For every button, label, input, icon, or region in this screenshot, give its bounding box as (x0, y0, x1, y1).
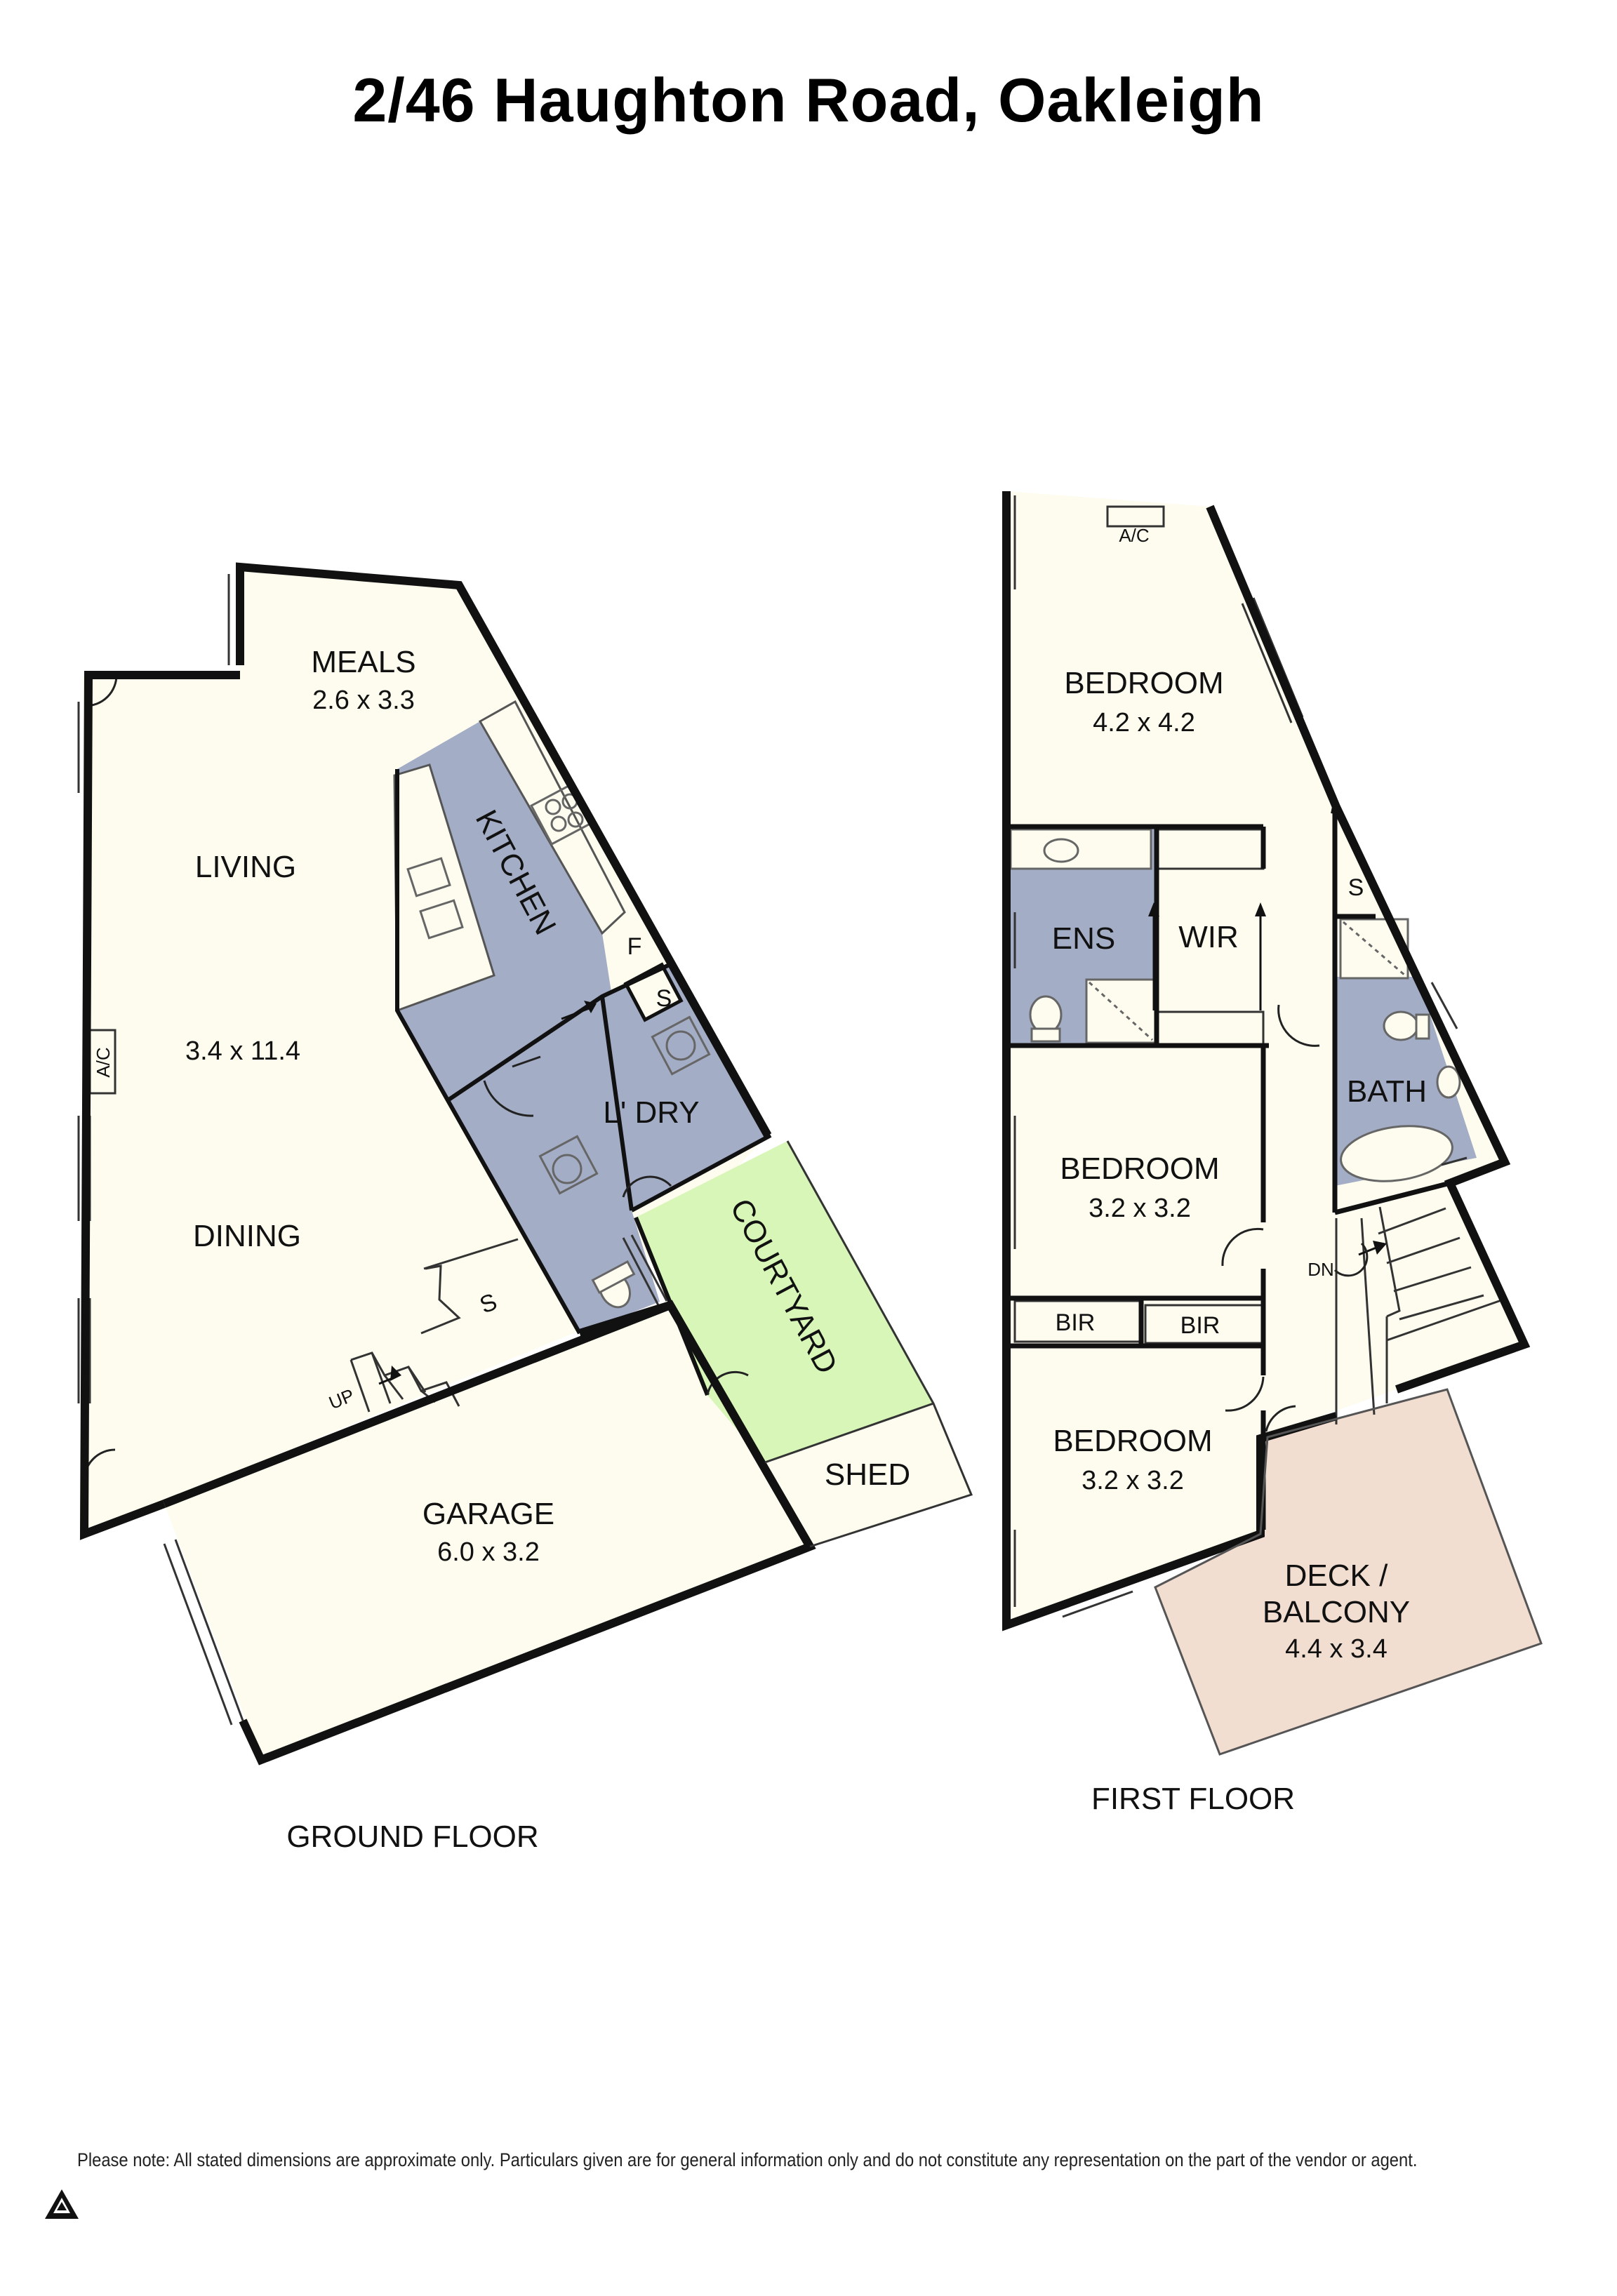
ground-fence-lines (764, 1140, 973, 1548)
first-ac-label: A/C (1119, 525, 1149, 546)
first-floor-plan: A/C BEDROOM 4.2 x 4.2 ENS WIR S BATH BED… (1002, 491, 1543, 1756)
garage-dim: 6.0 x 3.2 (437, 1537, 540, 1567)
robe-arrows (1148, 902, 1266, 916)
ensuite-shower-icon (1085, 978, 1157, 1044)
shed-label: SHED (825, 1457, 910, 1492)
deck-label-line1: DECK / (1285, 1559, 1388, 1593)
living-label: LIVING (195, 850, 296, 884)
kitchen-sink-icon (406, 857, 464, 940)
bath-vanity-icon (1436, 1065, 1461, 1099)
bedroom2-label: BEDROOM (1060, 1152, 1219, 1186)
first-ac-unit (1106, 505, 1165, 528)
kitchen-bench (478, 700, 626, 935)
bir2-label: BIR (1180, 1312, 1220, 1339)
dining-label: DINING (193, 1219, 301, 1253)
bedroom1-dim: 4.2 x 4.2 (1093, 708, 1195, 737)
stairs-up-arrow-line (378, 1375, 397, 1385)
deck-dim: 4.4 x 3.4 (1285, 1634, 1388, 1664)
laundry-tub-icon (651, 1015, 711, 1076)
ground-ac-unit (88, 1029, 117, 1095)
ground-floor-plan: MEALS 2.6 x 3.3 LIVING 3.4 x 11.4 DINING… (77, 562, 973, 1766)
ensuite-label: ENS (1052, 921, 1115, 956)
garage-fill (164, 1305, 810, 1760)
first-stairs-label: DN (1307, 1259, 1334, 1280)
stairs-down-arrow (1373, 1241, 1387, 1255)
bathtub-icon (1340, 1125, 1453, 1182)
bedroom2-dim: 3.2 x 3.2 (1089, 1194, 1191, 1223)
living-dim: 3.4 x 11.4 (185, 1036, 300, 1066)
wir-label: WIR (1178, 920, 1239, 954)
deck-fill (1155, 1389, 1541, 1754)
kitchen-entry-arrow-line (561, 1006, 592, 1020)
laundry-vanity-icon (538, 1135, 599, 1195)
toilet-icon (591, 1260, 636, 1309)
first-floor-door-swings (1221, 1004, 1369, 1432)
ensuite-toilet-icon (1029, 995, 1063, 1043)
fridge-label: F (627, 933, 642, 960)
ground-floor-label: GROUND FLOOR (286, 1820, 538, 1854)
page-title: 2/46 Haughton Road, Oakleigh (352, 65, 1265, 135)
bir1-label: BIR (1056, 1309, 1096, 1336)
first-floor-stairs (1335, 1206, 1504, 1424)
stairs-down-arrow-line (1358, 1245, 1380, 1256)
kitchen-fill (397, 721, 612, 1100)
meals-dim: 2.6 x 3.3 (312, 686, 415, 715)
first-storage-label: S (1348, 874, 1364, 901)
first-floor-label: FIRST FLOOR (1091, 1782, 1295, 1816)
ground-ac-label: A/C (93, 1047, 114, 1077)
bedroom1-label: BEDROOM (1064, 666, 1223, 700)
disclaimer-text: Please note: All stated dimensions are a… (77, 2149, 1418, 2170)
deck-outline (1154, 1388, 1543, 1756)
bath-toilet-icon (1383, 1010, 1430, 1041)
kitchen-storage-label: S (656, 985, 672, 1012)
meals-label: MEALS (311, 645, 415, 679)
bath-label: BATH (1347, 1074, 1427, 1109)
ensuite-vanity-icon (1009, 828, 1152, 870)
laundry-label: L' DRY (603, 1095, 699, 1130)
recycle-logo-icon (45, 2189, 79, 2219)
deck-label-line2: BALCONY (1263, 1595, 1410, 1629)
ground-interior-walls (395, 769, 772, 1396)
bedroom3-dim: 3.2 x 3.2 (1082, 1466, 1184, 1495)
bedroom3-label: BEDROOM (1053, 1424, 1212, 1458)
garage-label: GARAGE (422, 1497, 554, 1531)
